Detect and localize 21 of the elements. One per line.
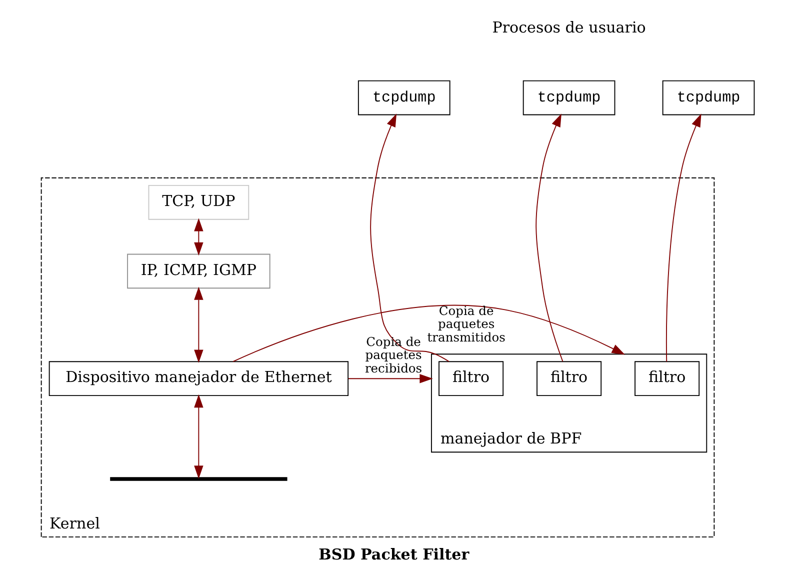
diagram-title: BSD Packet Filter — [318, 545, 469, 564]
node-box: TCP, UDP — [148, 184, 249, 220]
node-box: tcpdump — [357, 80, 450, 116]
arrow — [665, 114, 701, 362]
arrow — [370, 114, 449, 362]
arrow — [347, 374, 432, 384]
node-box: filtro — [438, 361, 504, 396]
node-box: tcpdump — [522, 80, 615, 116]
arrow — [194, 394, 203, 479]
node-box: Dispositivo manejador de Ethernet — [48, 361, 348, 396]
arrow — [194, 218, 203, 256]
arrow — [535, 114, 563, 362]
arrow — [232, 304, 625, 362]
arrow — [194, 286, 203, 363]
node-box: tcpdump — [662, 80, 754, 116]
node-box: filtro — [634, 361, 700, 396]
edge-label: Copia de paquetes transmitidos — [426, 304, 505, 344]
node-box: IP, ICMP, IGMP — [126, 254, 270, 289]
node-bar — [110, 477, 287, 481]
node-box: filtro — [536, 361, 602, 396]
label: Procesos de usuario — [492, 18, 646, 37]
